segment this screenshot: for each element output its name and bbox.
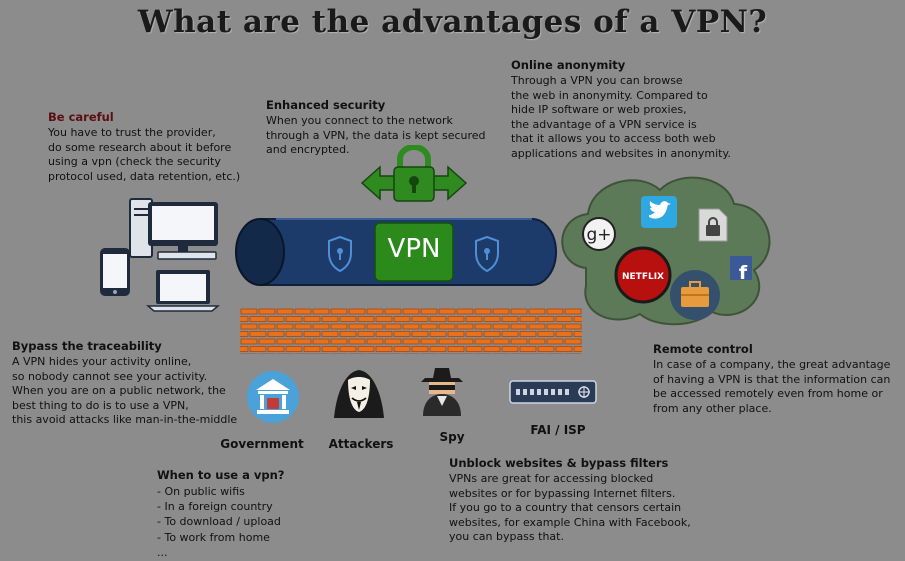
when-to-use-list: - On public wifis - In a foreign country…: [157, 484, 357, 560]
online-anonymity-heading: Online anonymity: [511, 58, 626, 72]
be-careful-body: You have to trust the provider, do some …: [48, 126, 241, 183]
be-careful-heading: Be careful: [48, 110, 114, 124]
list-item: - On public wifis: [157, 485, 245, 498]
spy-icon: [421, 368, 463, 416]
list-item: - To download / upload: [157, 515, 281, 529]
page-title: What are the advantages of a VPN?: [137, 4, 768, 40]
bypass-traceability-heading: Bypass the traceability: [12, 339, 162, 353]
online-anonymity-body: Through a VPN you can browse the web in …: [511, 74, 731, 160]
vpn-badge: [374, 222, 454, 282]
bypass-traceability-block: Bypass the traceability A VPN hides your…: [12, 339, 242, 428]
enhanced-security-block: Enhanced security When you connect to th…: [266, 98, 506, 158]
enhanced-security-body: When you connect to the network through …: [266, 114, 486, 157]
when-to-use-block: When to use a vpn? - On public wifis - I…: [157, 468, 357, 560]
remote-control-block: Remote control In case of a company, the…: [653, 342, 898, 416]
spy-label: Spy: [439, 430, 465, 444]
anonymous-mask-icon: [334, 370, 384, 418]
remote-control-heading: Remote control: [653, 342, 753, 356]
svg-text:g+: g+: [586, 225, 611, 245]
enhanced-security-heading: Enhanced security: [266, 98, 386, 112]
twitter-icon: [641, 196, 677, 228]
unblock-websites-block: Unblock websites & bypass filters VPNs a…: [449, 456, 709, 545]
svg-text:f: f: [739, 262, 748, 281]
bypass-traceability-body: A VPN hides your activity online, so nob…: [12, 355, 238, 427]
unblock-websites-heading: Unblock websites & bypass filters: [449, 456, 669, 470]
google-plus-icon: g+: [582, 217, 616, 251]
be-careful-block: Be careful You have to trust the provide…: [48, 110, 258, 184]
firewall-wall: [240, 308, 582, 354]
attackers-label: Attackers: [328, 437, 394, 451]
shield-icon: [475, 235, 499, 273]
online-anonymity-block: Online anonymity Through a VPN you can b…: [511, 58, 761, 162]
laptop-icon: [146, 270, 220, 312]
netflix-icon: NETFLIX: [614, 246, 672, 304]
file-lock-icon: [698, 208, 728, 242]
list-item: - In a foreign country: [157, 500, 273, 514]
vpn-tunnel: [235, 218, 557, 286]
shield-icon: [328, 235, 352, 273]
government-label: Government: [220, 437, 304, 451]
unblock-websites-body: VPNs are great for accessing blocked web…: [449, 472, 691, 544]
list-item: ...: [157, 545, 168, 559]
government-building-icon: [247, 371, 299, 423]
facebook-icon: f: [730, 256, 752, 281]
desktop-computer-icon: [129, 198, 218, 260]
remote-control-body: In case of a company, the great advantag…: [653, 358, 891, 415]
isp-label: FAI / ISP: [530, 423, 586, 437]
briefcase-icon: [670, 270, 720, 320]
smartphone-icon: [100, 248, 130, 296]
router-icon: [509, 380, 597, 404]
when-to-use-heading: When to use a vpn?: [157, 468, 285, 482]
list-item: - To work from home: [157, 530, 270, 544]
svg-text:NETFLIX: NETFLIX: [622, 272, 664, 282]
padlock-icon: [360, 145, 468, 202]
vpn-label: VPN: [387, 234, 441, 264]
